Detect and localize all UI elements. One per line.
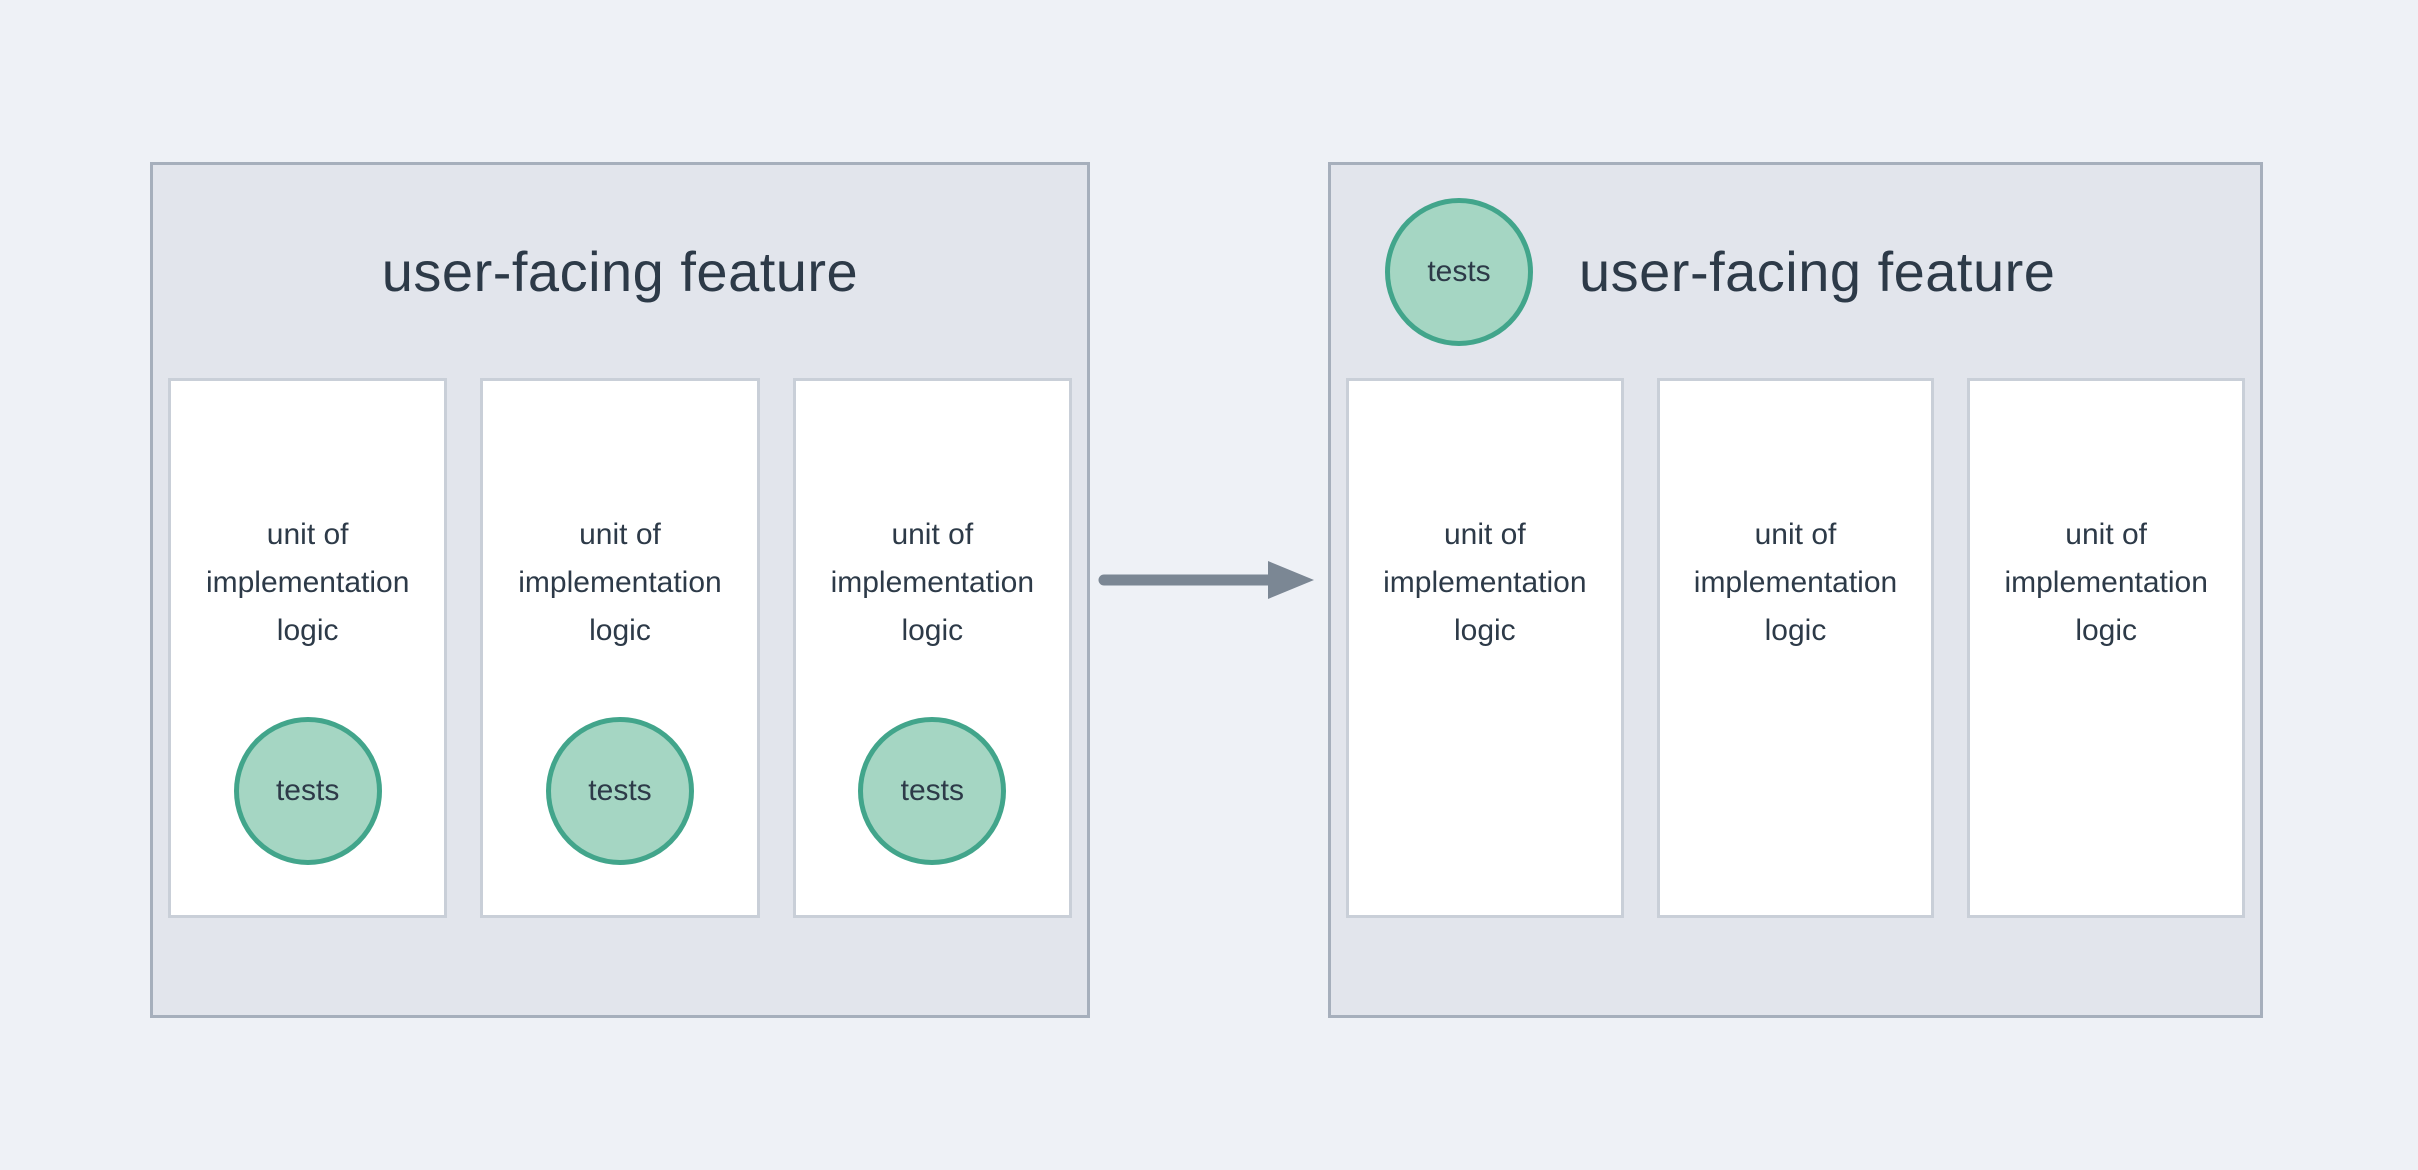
unit-label: unit of implementation logic (205, 518, 410, 647)
panel-title: user-facing feature (381, 240, 859, 303)
panel-header: tests user-facing feature (1331, 165, 2260, 378)
unit-box: unit of implementation logic (1967, 378, 2246, 918)
tests-label: tests (275, 774, 340, 807)
tests-circle: tests (1385, 197, 1533, 346)
unit-box: unit of implementation logic tests (480, 378, 760, 918)
tests-circle: tests (545, 717, 694, 865)
units-row: unit of implementation logic tests unit … (153, 378, 1087, 918)
unit-box: unit of implementation logic (1656, 378, 1935, 918)
feature-panel-after: tests user-facing feature unit of implem… (1328, 162, 2263, 1018)
unit-label: unit of implementation logic (1693, 518, 1898, 647)
unit-label: unit of implementation logic (830, 518, 1035, 647)
panel-title: user-facing feature (1579, 240, 2056, 303)
tests-circle: tests (858, 717, 1007, 865)
panel-header: user-facing feature (153, 165, 1087, 378)
unit-box: unit of implementation logic (1346, 378, 1624, 918)
unit-label: unit of implementation logic (518, 518, 722, 647)
tests-label: tests (588, 774, 652, 807)
unit-box: unit of implementation logic tests (792, 378, 1072, 918)
feature-panel-before: user-facing feature unit of implementati… (150, 162, 1090, 1018)
unit-label: unit of implementation logic (1383, 518, 1587, 647)
tests-circle: tests (233, 717, 382, 865)
tests-label: tests (1427, 254, 1491, 288)
unit-box: unit of implementation logic tests (168, 378, 448, 918)
unit-label: unit of implementation logic (2004, 518, 2208, 647)
tests-label: tests (900, 774, 964, 807)
right-arrow-icon (1096, 550, 1321, 610)
units-row: unit of implementation logic unit of imp… (1331, 378, 2260, 918)
